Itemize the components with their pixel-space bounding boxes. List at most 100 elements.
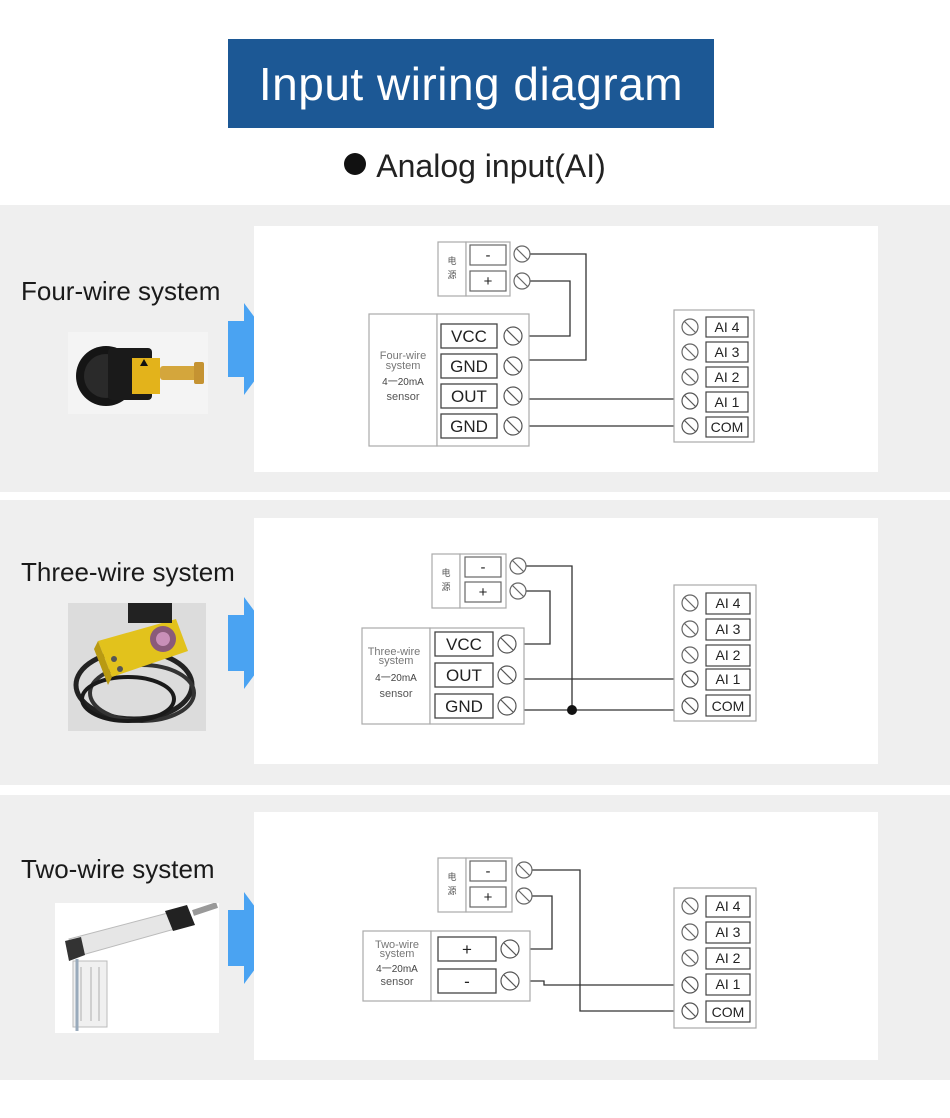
screw-terminal-icon [681,343,699,361]
screw-terminal-icon [503,326,523,346]
ai-terminal-block: AI 4 AI 3 AI 2 AI 1 COM [673,309,755,443]
wire-power-minus [516,253,587,361]
terminal-gnd-2: GND [450,417,488,436]
screw-terminal-icon [497,696,517,716]
power-block: 电 源 - + [431,553,527,609]
three-wire-label: Three-wire system [21,557,235,587]
arrow-right-icon [228,892,278,984]
terminal-ai2: AI 2 [715,369,740,385]
terminal-ai4: AI 4 [716,595,741,611]
power-label-top: 电 [447,255,456,266]
ai-terminal-block: AI 4 AI 3 AI 2 AI 1 COM [673,887,757,1029]
terminal-ai1: AI 1 [715,394,740,410]
ai-terminal-block: AI 4 AI 3 AI 2 AI 1 COM [673,584,757,722]
power-label-bottom: 源 [447,886,456,896]
screw-terminal-icon [681,392,699,410]
three-wire-diagram-panel: 电 源 - + Three-wire system 4一20mA sensor … [254,518,878,764]
terminal-ai1: AI 1 [716,671,741,687]
screw-terminal-icon [681,368,699,386]
power-label-bottom: 源 [447,270,456,280]
screw-terminal-icon [681,897,699,915]
screw-terminal-icon [513,272,531,290]
terminal-com: COM [711,419,744,435]
power-label-top: 电 [447,871,456,882]
terminal-ai3: AI 3 [715,344,740,360]
terminal-ai4: AI 4 [716,898,741,914]
terminal-vcc: VCC [446,635,482,654]
screw-terminal-icon [681,976,699,994]
two-wire-sensor-photo [55,903,219,1033]
sensor-block: Two-wire system 4一20mA sensor + - [362,930,531,1002]
terminal-com: COM [712,1004,745,1020]
screw-terminal-icon [503,416,523,436]
power-minus-label: - [481,559,486,576]
screw-terminal-icon [681,646,699,664]
screw-terminal-icon [681,594,699,612]
screw-terminal-icon [497,634,517,654]
sensor-range: 4一20mA [376,964,418,975]
power-block: 电 源 - + [437,241,531,297]
arrow-right-icon [228,303,278,395]
power-plus-label: + [484,889,493,906]
terminal-ai4: AI 4 [715,319,740,335]
screw-terminal-icon [681,1002,699,1020]
wire-sensor-ai1 [516,980,686,986]
sensor-range: 4一20mA [375,673,417,684]
power-label-bottom: 源 [441,582,450,592]
terminal-out: OUT [451,387,487,406]
title-banner: Input wiring diagram [228,39,714,128]
screw-terminal-icon [497,665,517,685]
junction-dot [567,705,577,715]
terminal-out: OUT [446,666,482,685]
sensor-title: Two-wire [375,939,419,951]
terminal-gnd: GND [450,357,488,376]
sensor-word: sensor [379,688,412,700]
terminal-minus: - [464,972,470,991]
sensor-word: sensor [380,976,413,988]
arrow-right-icon [228,597,278,689]
screw-terminal-icon [681,949,699,967]
wire-power-minus-com [524,869,686,1012]
power-block: 电 源 - + [437,857,533,913]
terminal-ai2: AI 2 [716,647,741,663]
four-wire-label: Four-wire system [21,276,221,306]
terminal-ai1: AI 1 [716,976,741,992]
wire-power-plus-sensor [516,895,553,950]
two-wire-label: Two-wire system [21,854,215,884]
four-wire-sensor-photo [68,332,208,414]
terminal-ai2: AI 2 [716,950,741,966]
sensor-system: system [379,655,414,667]
sensor-title: Three-wire [368,646,421,658]
bullet-dot-icon [344,153,367,175]
screw-terminal-icon [503,386,523,406]
screw-terminal-icon [515,861,533,879]
terminal-com: COM [712,698,745,714]
three-wire-sensor-photo [68,603,206,731]
wire-power-plus [510,590,551,645]
power-minus-label: - [486,247,491,264]
screw-terminal-icon [500,971,520,991]
terminal-ai3: AI 3 [716,924,741,940]
screw-terminal-icon [681,923,699,941]
four-wire-diagram-panel: 电 源 - + Four-wire system 4一20mA sensor V… [254,226,878,472]
screw-terminal-icon [681,318,699,336]
sensor-block: Four-wire system 4一20mA sensor VCC GND O… [368,313,530,447]
screw-terminal-icon [509,582,527,600]
subtitle: Analog input(AI) [0,148,950,185]
screw-terminal-icon [500,939,520,959]
terminal-ai3: AI 3 [716,621,741,637]
sensor-range: 4一20mA [382,377,424,388]
sensor-block: Three-wire system 4一20mA sensor VCC OUT … [361,627,525,725]
subtitle-text: Analog input(AI) [376,148,606,184]
sensor-system: system [380,948,415,960]
sensor-word: sensor [386,391,419,403]
screw-terminal-icon [515,887,533,905]
sensor-system: system [386,360,421,372]
terminal-gnd: GND [445,697,483,716]
power-minus-label: - [486,863,491,880]
wire-power-plus [516,280,571,337]
screw-terminal-icon [681,697,699,715]
screw-terminal-icon [681,670,699,688]
wire-power-minus [518,565,573,710]
sensor-title: Four-wire [380,350,426,362]
